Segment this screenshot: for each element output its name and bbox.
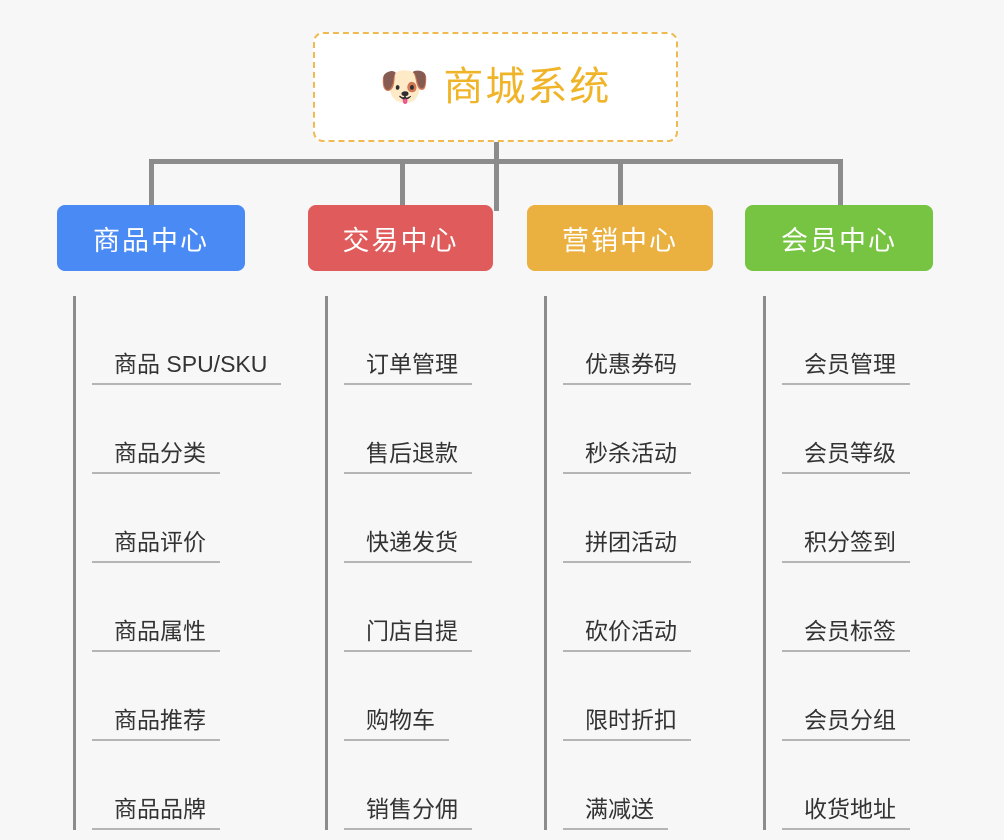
list-item[interactable]: 销售分佣	[344, 741, 508, 830]
category-header-2[interactable]: 营销中心	[527, 205, 713, 271]
leaf-label: 商品品牌	[92, 796, 220, 830]
leaf-list-2: 优惠券码 秒杀活动 拼团活动 砍价活动 限时折扣 满减送	[544, 296, 727, 830]
connector-drop-0	[149, 159, 154, 207]
leaf-label: 积分签到	[782, 529, 910, 563]
list-item[interactable]: 积分签到	[782, 474, 945, 563]
list-item[interactable]: 拼团活动	[563, 474, 727, 563]
list-item[interactable]: 商品评价	[92, 474, 287, 563]
leaf-label: 购物车	[344, 707, 449, 741]
list-item[interactable]: 商品分类	[92, 385, 287, 474]
leaf-label: 会员管理	[782, 351, 910, 385]
list-item[interactable]: 售后退款	[344, 385, 508, 474]
category-header-3[interactable]: 会员中心	[745, 205, 933, 271]
leaf-label: 销售分佣	[344, 796, 472, 830]
leaf-label: 商品分类	[92, 440, 220, 474]
list-item[interactable]: 限时折扣	[563, 652, 727, 741]
branch-商品中心: 商品中心 商品 SPU/SKU 商品分类 商品评价 商品属性 商品推荐 商品品牌	[57, 205, 287, 830]
leaf-label: 限时折扣	[563, 707, 691, 741]
root-node[interactable]: 🐶 商城系统	[313, 32, 678, 142]
list-item[interactable]: 商品品牌	[92, 741, 287, 830]
list-item[interactable]: 商品 SPU/SKU	[92, 296, 287, 385]
list-item[interactable]: 秒杀活动	[563, 385, 727, 474]
leaf-label: 订单管理	[344, 351, 472, 385]
connector-drop-2	[618, 159, 623, 207]
leaf-label: 会员标签	[782, 618, 910, 652]
leaf-label: 商品属性	[92, 618, 220, 652]
list-item[interactable]: 砍价活动	[563, 563, 727, 652]
list-item[interactable]: 商品推荐	[92, 652, 287, 741]
shiba-dog-face-icon: 🐶	[379, 65, 430, 109]
category-header-1[interactable]: 交易中心	[308, 205, 493, 271]
branch-会员中心: 会员中心 会员管理 会员等级 积分签到 会员标签 会员分组 收货地址	[745, 205, 945, 830]
leaf-label: 售后退款	[344, 440, 472, 474]
connector-root-stem	[494, 142, 499, 211]
leaf-label: 秒杀活动	[563, 440, 691, 474]
leaf-list-0: 商品 SPU/SKU 商品分类 商品评价 商品属性 商品推荐 商品品牌	[73, 296, 287, 830]
branch-交易中心: 交易中心 订单管理 售后退款 快递发货 门店自提 购物车 销售分佣	[308, 205, 508, 830]
list-item[interactable]: 门店自提	[344, 563, 508, 652]
leaf-label: 会员分组	[782, 707, 910, 741]
list-item[interactable]: 会员等级	[782, 385, 945, 474]
list-item[interactable]: 会员标签	[782, 563, 945, 652]
connector-drop-1	[400, 159, 405, 207]
leaf-label: 商品推荐	[92, 707, 220, 741]
leaf-label: 满减送	[563, 796, 668, 830]
list-item[interactable]: 商品属性	[92, 563, 287, 652]
list-item[interactable]: 收货地址	[782, 741, 945, 830]
list-item[interactable]: 快递发货	[344, 474, 508, 563]
category-header-0[interactable]: 商品中心	[57, 205, 245, 271]
leaf-list-1: 订单管理 售后退款 快递发货 门店自提 购物车 销售分佣	[325, 296, 508, 830]
leaf-list-3: 会员管理 会员等级 积分签到 会员标签 会员分组 收货地址	[763, 296, 945, 830]
root-title: 商城系统	[443, 65, 612, 109]
list-item[interactable]: 满减送	[563, 741, 727, 830]
list-item[interactable]: 会员管理	[782, 296, 945, 385]
list-item[interactable]: 优惠券码	[563, 296, 727, 385]
leaf-label: 快递发货	[344, 529, 472, 563]
leaf-label: 砍价活动	[563, 618, 691, 652]
leaf-label: 会员等级	[782, 440, 910, 474]
list-item[interactable]: 购物车	[344, 652, 508, 741]
list-item[interactable]: 会员分组	[782, 652, 945, 741]
connector-drop-3	[838, 159, 843, 207]
leaf-label: 门店自提	[344, 618, 472, 652]
list-item[interactable]: 订单管理	[344, 296, 508, 385]
branch-营销中心: 营销中心 优惠券码 秒杀活动 拼团活动 砍价活动 限时折扣 满减送	[527, 205, 727, 830]
leaf-label: 优惠券码	[563, 351, 691, 385]
leaf-label: 拼团活动	[563, 529, 691, 563]
leaf-label: 收货地址	[782, 796, 910, 830]
connector-horizontal-bus	[150, 159, 842, 164]
leaf-label: 商品评价	[92, 529, 220, 563]
leaf-label: 商品 SPU/SKU	[92, 351, 282, 385]
